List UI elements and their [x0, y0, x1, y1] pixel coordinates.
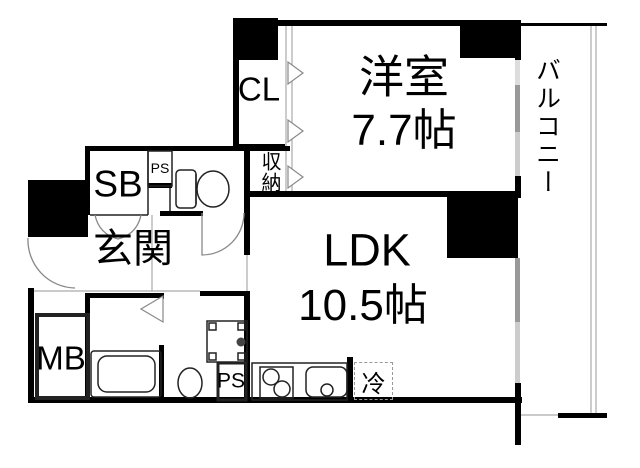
bathtub-icon: [90, 350, 162, 398]
meter-box-label: MB: [36, 339, 86, 377]
closet-label: CL: [237, 70, 281, 108]
shoe-box-label: SB: [93, 163, 143, 205]
shoebox-door-arcs: [94, 214, 142, 240]
bathroom-door-marker: [139, 294, 164, 324]
light-lines: [33, 26, 597, 416]
entrance-label: 玄関: [93, 227, 173, 271]
washing-machine-pan-icon: [206, 320, 248, 363]
toilet-door-arc: [201, 212, 245, 256]
closet-door-marker: [287, 118, 305, 144]
storage-label: 収納: [258, 151, 280, 193]
partition-boxes: [35, 150, 248, 402]
refrigerator-space: 冷: [354, 362, 393, 400]
closet-door-marker: [287, 60, 305, 86]
folding-door-markers: [139, 60, 305, 324]
ldk-size: 10.5帖: [298, 281, 428, 330]
stove-burners-icon: [259, 366, 294, 399]
refrigerator-label: 冷: [361, 370, 386, 398]
toilet-icon: [175, 169, 230, 209]
washbasin-icon: [177, 367, 203, 399]
storage-door-marker: [287, 164, 305, 190]
balcony-label: バルコニー: [532, 57, 561, 197]
kitchen-sink-icon: [305, 366, 348, 398]
window-panes: [515, 60, 520, 383]
pipe-space-lower-label: PS: [216, 369, 246, 393]
western-room-label: 洋室: [358, 51, 450, 103]
kitchen-counter: [251, 362, 348, 401]
ldk-label: LDK: [323, 224, 411, 276]
fixtures: [90, 169, 348, 401]
western-room-size: 7.7帖: [351, 106, 457, 155]
door-arcs: [27, 212, 245, 289]
entrance-door-arc: [27, 237, 76, 289]
pipe-space-upper-label: PS: [150, 160, 170, 176]
